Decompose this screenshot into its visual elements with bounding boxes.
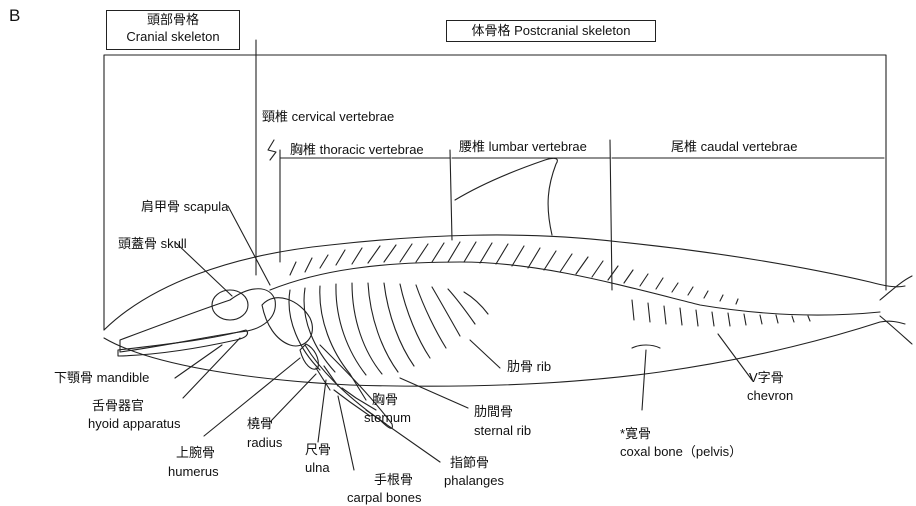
chevron-bones bbox=[632, 300, 810, 326]
dorsal-fin bbox=[455, 158, 557, 235]
ulna-leader bbox=[318, 380, 326, 442]
cervical-label: 頸椎 cervical vertebrae bbox=[262, 109, 394, 125]
caudal-label: 尾椎 caudal vertebrae bbox=[671, 139, 797, 155]
panel-letter: B bbox=[9, 8, 20, 24]
lumbar-right-tick bbox=[610, 140, 612, 290]
pelvis-leader bbox=[642, 350, 646, 410]
mandible-label: 下顎骨 mandible bbox=[54, 370, 149, 386]
carpal-label-en: carpal bones bbox=[347, 490, 421, 506]
skull-label: 頭蓋骨 skull bbox=[118, 236, 187, 252]
rib-label: 肋骨 rib bbox=[507, 359, 551, 375]
hyoid-label-jp: 舌骨器官 bbox=[92, 398, 144, 414]
tail-fluke bbox=[880, 276, 912, 344]
scapula-label: 肩甲骨 scapula bbox=[141, 199, 228, 215]
scapula-bone bbox=[262, 298, 312, 346]
phalanges-label-jp: 指節骨 bbox=[450, 455, 489, 471]
belly-outline bbox=[104, 321, 905, 386]
thoracic-label: 胸椎 thoracic vertebrae bbox=[290, 142, 424, 158]
ulna-label-en: ulna bbox=[305, 460, 330, 476]
postcranial-skeleton-box: 体骨格 Postcranial skeleton bbox=[446, 20, 656, 42]
pelvis-label-en: coxal bone（pelvis） bbox=[620, 444, 742, 460]
cranial-skeleton-box: 頭部骨格 Cranial skeleton bbox=[106, 10, 240, 50]
chevron-label-jp: V字骨 bbox=[749, 370, 784, 386]
radius-label-jp: 橈骨 bbox=[247, 416, 273, 432]
cervical-tick bbox=[268, 140, 276, 160]
pelvis-label-jp: *寛骨 bbox=[620, 426, 651, 442]
neural-spines bbox=[290, 242, 738, 304]
sternal-rib-label-jp: 肋間骨 bbox=[474, 404, 513, 420]
sternum-label-en: sternum bbox=[364, 410, 411, 426]
carpal-label-jp: 手根骨 bbox=[374, 472, 413, 488]
chevron-label-en: chevron bbox=[747, 388, 793, 404]
sternum-label-jp: 胸骨 bbox=[372, 392, 398, 408]
rib-leader bbox=[470, 340, 500, 368]
radius-label-en: radius bbox=[247, 435, 282, 451]
cranial-label-jp: 頭部骨格 bbox=[107, 11, 239, 28]
humerus-label-jp: 上腕骨 bbox=[176, 445, 215, 461]
rib-cage bbox=[289, 283, 488, 375]
phalanges-leader bbox=[380, 420, 440, 462]
vertebral-column bbox=[270, 262, 880, 315]
sternal-rib-label-en: sternal rib bbox=[474, 423, 531, 439]
skull-bone bbox=[120, 289, 275, 352]
cranial-label-en: Cranial skeleton bbox=[107, 28, 239, 45]
phalanges-label-en: phalanges bbox=[444, 473, 504, 489]
hyoid-leader bbox=[183, 338, 240, 398]
thoracic-right-tick bbox=[450, 150, 452, 240]
carpal-leader bbox=[338, 396, 354, 470]
hyoid-label-en: hyoid apparatus bbox=[88, 416, 181, 432]
scapula-leader bbox=[228, 206, 270, 285]
lumbar-label: 腰椎 lumbar vertebrae bbox=[459, 139, 587, 155]
humerus-label-en: humerus bbox=[168, 464, 219, 480]
sternal-rib-leader bbox=[400, 378, 468, 408]
pelvis-bone bbox=[632, 345, 660, 348]
cranial-bracket bbox=[104, 55, 256, 330]
ulna-label-jp: 尺骨 bbox=[305, 442, 331, 458]
